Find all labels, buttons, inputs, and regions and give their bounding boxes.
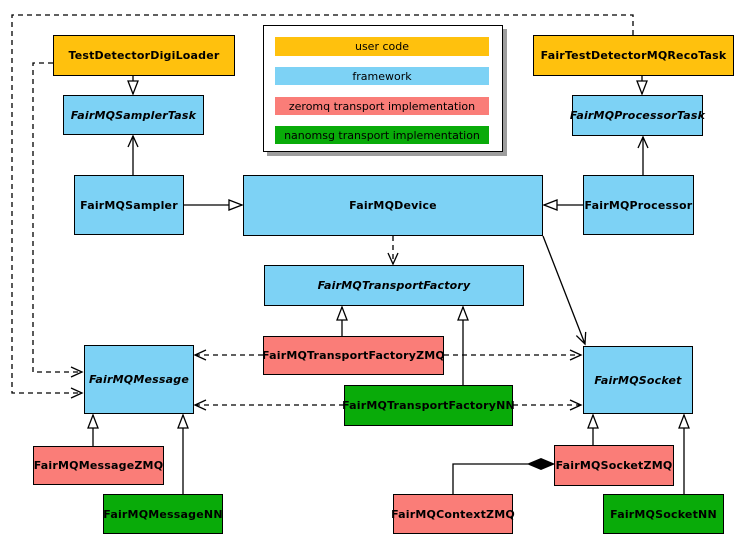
node-testdetectordigiloader: TestDetectorDigiLoader [53,35,235,76]
edge-socketzmq-owns-contextzmq [452,463,528,494]
legend-item-nanomsg: nanomsg transport implementation [275,126,489,144]
node-fairmqmessagenn: FairMQMessageNN [103,494,223,534]
composition-diamond [526,457,556,471]
edge-digiloader-depends-message [32,62,84,378]
node-fairmqdevice: FairMQDevice [243,175,543,236]
legend-item-user-code: user code [275,37,489,56]
node-fairmqmessage: FairMQMessage [84,345,194,414]
node-fairmqsocket: FairMQSocket [583,346,693,414]
node-fairmqmessagezmq: FairMQMessageZMQ [33,446,164,485]
node-fairmqcontextzmq: FairMQContextZMQ [391,494,515,534]
node-fairmqsampler: FairMQSampler [74,175,184,235]
node-fairmqtransportfactorynn: FairMQTransportFactoryNN [342,385,515,426]
node-fairmqsocketnn: FairMQSocketNN [603,494,724,534]
edge-recotask-depends-message [11,14,634,399]
node-fairmqsocketzmq: FairMQSocketZMQ [554,445,674,486]
node-fairmqtransportfactoryzmq: FairMQTransportFactoryZMQ [262,336,445,375]
legend: user code framework zeromq transport imp… [263,25,503,152]
edge-device-uses-socket [542,235,587,346]
node-fairtestdetectormqrecotask: FairTestDetectorMQRecoTask [533,35,734,76]
node-fairmqprocessor: FairMQProcessor [583,175,694,235]
legend-item-framework: framework [275,67,489,85]
node-fairmqprocessortask: FairMQProcessorTask [570,95,705,136]
node-fairmqsamplertask: FairMQSamplerTask [63,95,204,135]
node-fairmqtransportfactory: FairMQTransportFactory [264,265,524,306]
legend-item-zeromq: zeromq transport implementation [275,97,489,115]
